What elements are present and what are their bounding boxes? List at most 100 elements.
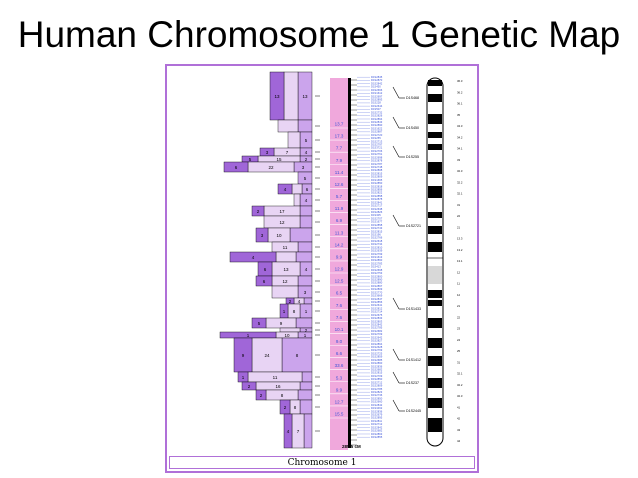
block-cell — [283, 413, 293, 449]
band-label: 33 — [457, 158, 461, 162]
block-count-label: 17 — [279, 209, 285, 214]
marker-name: D1S2734 — [371, 242, 383, 246]
marker-name: D1S2644 — [371, 104, 383, 108]
marker-name: D1S255 — [371, 136, 381, 140]
block-count-label: 6 — [263, 279, 266, 284]
band-label: 22 — [457, 214, 461, 218]
block-cell — [251, 317, 267, 329]
anchor-marker-name: D1S1433 — [406, 307, 421, 311]
interval-label: 9.0 — [336, 339, 343, 344]
anchor-marker-list: D1S468D1S450D1S255D1S2721D1S1433D1S1412D… — [392, 86, 421, 413]
marker-name: D1S2709 — [371, 332, 383, 336]
block-cell — [295, 251, 313, 263]
block-cell — [277, 119, 299, 133]
block-cell — [297, 119, 313, 133]
interval-bar — [330, 78, 348, 450]
marker-name: D1S2642 — [371, 335, 383, 339]
marker-name: D1S2842 — [371, 81, 383, 85]
block-count-label: 8 — [293, 309, 296, 314]
band-label: 21 — [457, 225, 461, 229]
marker-name: D1S2618 — [371, 239, 383, 243]
chromosome-band — [428, 144, 442, 150]
band-label: 43 — [457, 428, 461, 432]
block-count-label: 3 — [266, 150, 269, 155]
band-label: 32.2 — [457, 180, 463, 184]
band-label: 32.1 — [457, 372, 463, 376]
interval-label: 6.5 — [336, 291, 343, 296]
block-row: 172 — [251, 205, 320, 217]
marker-name: D1S2761 — [371, 152, 383, 156]
block-row — [277, 119, 320, 133]
marker-name: D1S2682 — [371, 329, 383, 333]
marker-name: D1S2743 — [371, 226, 383, 230]
block-count-label: 13 — [302, 94, 308, 99]
band-label: 31 — [457, 203, 461, 207]
marker-name: D1S2712 — [371, 422, 383, 426]
block-cell — [255, 227, 269, 243]
block-count-label: 13 — [283, 267, 289, 272]
marker-name: D1S2858 — [371, 194, 383, 198]
anchor-leader — [392, 297, 400, 310]
marker-name: D1S2770 — [371, 290, 383, 294]
marker-name: D1S2698 — [371, 155, 383, 159]
marker-name: D1S2641 — [371, 303, 383, 307]
block-count-label: 2 — [248, 384, 251, 389]
marker-name: D1S2714 — [371, 310, 383, 314]
chromosome-band — [428, 338, 442, 348]
block-cell — [275, 251, 297, 263]
block-count-label: 8 — [281, 393, 284, 398]
marker-name: D1S2864 — [371, 117, 383, 121]
block-count-label: 22 — [268, 165, 274, 170]
marker-name: D1S2855 — [371, 435, 383, 439]
marker-name: D1S2815 — [371, 229, 383, 233]
block-count-label: 15 — [276, 157, 282, 162]
marker-name: D1S2880 — [371, 281, 383, 285]
marker-name: D1S1622 — [371, 126, 383, 130]
block-count-label: 2 — [305, 328, 308, 333]
interval-label: 11.9 — [335, 206, 344, 211]
marker-name: D1S2867 — [371, 284, 383, 288]
block-cell — [251, 205, 265, 217]
block-row: 95 — [251, 317, 320, 329]
block-row: 11 — [271, 241, 320, 253]
block-count-label: 2 — [305, 157, 308, 162]
block-count-label: 5 — [249, 157, 252, 162]
marker-name: D1S2682 — [371, 368, 383, 372]
marker-name: D1S1677 — [371, 220, 383, 224]
block-count-label: 3 — [261, 233, 264, 238]
block-cell — [299, 205, 313, 217]
block-count-label: 8 — [296, 353, 299, 358]
block-count-label: 1 — [305, 309, 308, 314]
block-count-label: 6 — [306, 187, 309, 192]
interval-label: 14.2 — [335, 242, 344, 247]
marker-name: D1S2800 — [371, 274, 383, 278]
block-count-label: 4 — [252, 255, 255, 260]
block-count-label: 2 — [289, 299, 292, 304]
interval-column: 13.717.37.77.911.412.65.711.96.911.314.2… — [330, 78, 348, 450]
marker-name: D1S2799 — [371, 252, 383, 256]
block-count-label: 7 — [286, 150, 289, 155]
slide-title: Human Chromosome 1 Genetic Map — [17, 14, 621, 55]
marker-name: D1S2803 — [371, 319, 383, 323]
marker-name: D1S2856 — [371, 188, 383, 192]
interval-label: 9.9 — [336, 254, 343, 259]
marker-name: D1S2810 — [371, 245, 383, 249]
interval-label: 6.6 — [336, 351, 343, 356]
block-cell — [255, 275, 273, 287]
anchor-marker-name: D1S468 — [406, 96, 419, 100]
marker-name: D1S2833 — [371, 316, 383, 320]
chromosome-caption: Chromosome 1 — [169, 456, 475, 469]
anchor-marker-name: D1S237 — [406, 381, 419, 385]
block-count-label: 4 — [287, 429, 290, 434]
chromosome-band — [428, 300, 442, 306]
block-row: 42 — [285, 297, 320, 305]
marker-name: D1S2753 — [371, 271, 383, 275]
block-cell — [283, 71, 299, 121]
block-count-label: 3 — [302, 165, 305, 170]
marker-name: D1S2785 — [371, 387, 383, 391]
marker-name: D1S1612 — [371, 91, 383, 95]
marker-name: D1S2712 — [371, 380, 383, 384]
marker-name: D1S2732 — [371, 110, 383, 114]
marker-name: D1S2823 — [371, 390, 383, 394]
marker-name: D1S2660 — [371, 400, 383, 404]
